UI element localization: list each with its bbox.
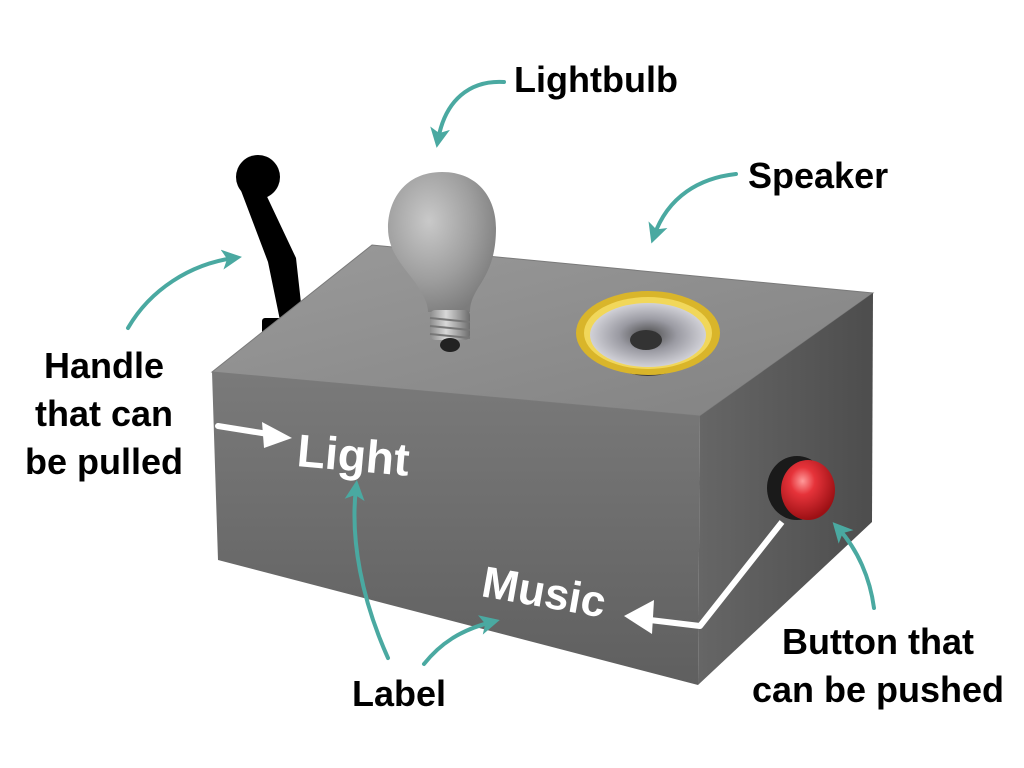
callout-button: Button that can be pushed xyxy=(736,618,1020,714)
arrow-speaker xyxy=(648,172,738,244)
speaker xyxy=(576,291,720,376)
callout-label: Label xyxy=(352,670,446,718)
callout-handle-line-3: be pulled xyxy=(24,441,183,482)
box-front xyxy=(212,372,700,685)
callout-handle: Handle that can be pulled xyxy=(12,342,196,486)
arrow-label-light xyxy=(344,480,390,660)
callout-lightbulb-text: Lightbulb xyxy=(514,59,678,100)
callout-label-text: Label xyxy=(352,673,447,714)
handle-shaft xyxy=(240,186,304,330)
callout-button-line-1: Button that xyxy=(782,621,974,662)
bulb-glass xyxy=(388,172,496,312)
white-arrow-light xyxy=(215,422,292,448)
bulb-base xyxy=(430,310,470,340)
white-arrow-music xyxy=(624,520,785,634)
arrow-label-music xyxy=(422,615,500,666)
callout-button-line-2: can be pushed xyxy=(751,669,1005,710)
arrow-button xyxy=(832,522,876,610)
lightbulb xyxy=(388,172,496,352)
box-label-light: Light xyxy=(295,424,412,486)
arrow-lightbulb xyxy=(430,79,506,148)
callout-speaker-text: Speaker xyxy=(748,155,889,196)
handle-knob xyxy=(236,155,280,199)
push-button[interactable] xyxy=(767,456,835,520)
bulb-tip xyxy=(440,338,460,352)
callout-handle-line-1: Handle xyxy=(43,345,165,386)
callout-lightbulb: Lightbulb xyxy=(514,56,678,104)
arrow-handle xyxy=(126,249,242,330)
callout-handle-line-2: that can xyxy=(34,393,174,434)
callout-speaker: Speaker xyxy=(748,152,888,200)
teal-arrows xyxy=(126,79,876,666)
